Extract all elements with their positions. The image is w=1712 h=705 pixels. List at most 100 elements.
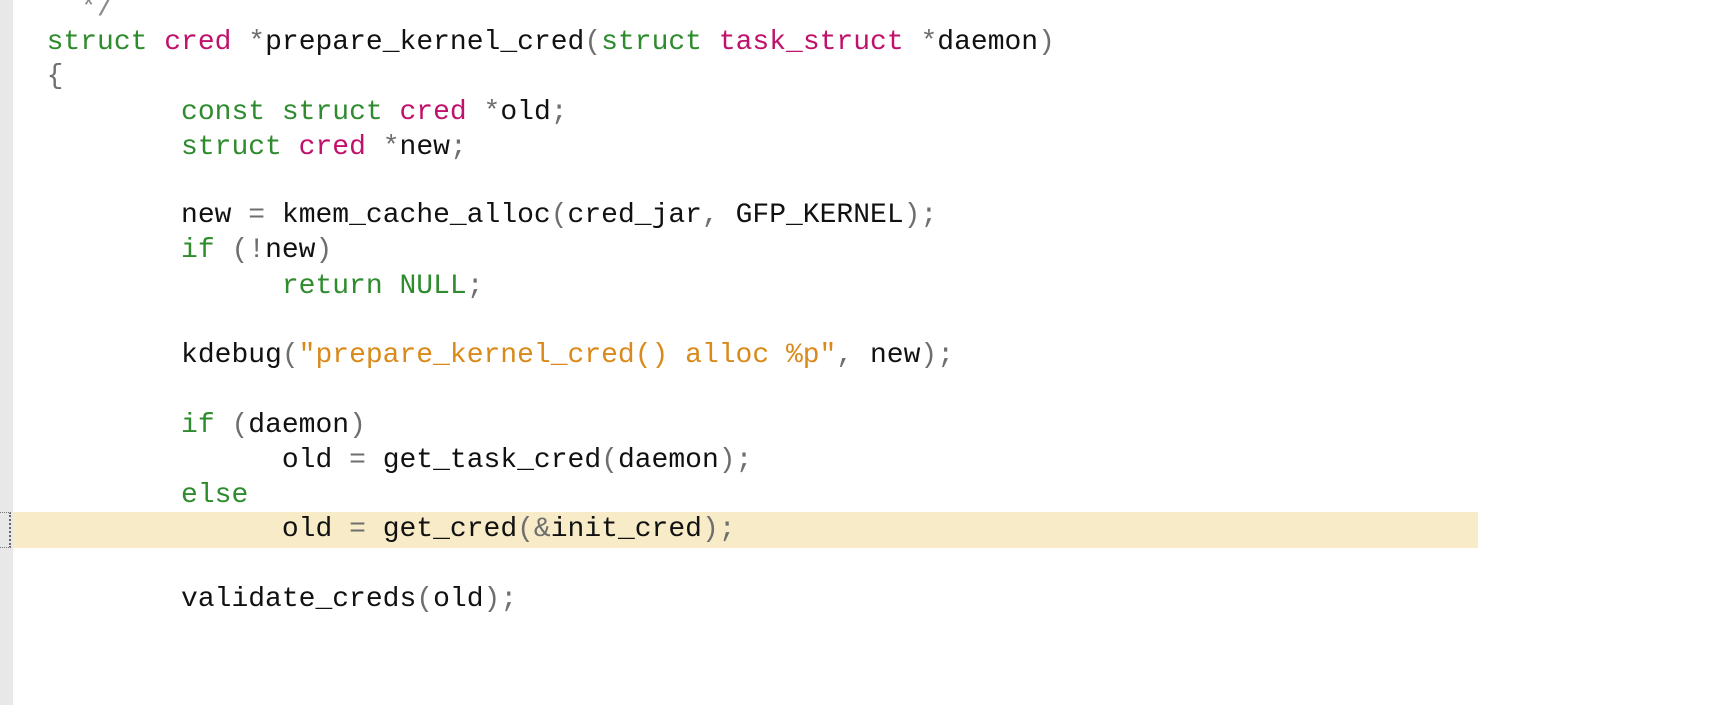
punct-token: ; — [735, 445, 753, 476]
indent — [13, 61, 47, 92]
indent — [13, 445, 282, 476]
indent — [13, 200, 181, 231]
whitespace-token — [282, 132, 299, 163]
whitespace-token — [265, 97, 282, 128]
code-line[interactable]: new = kmem_cache_alloc(cred_jar, GFP_KER… — [13, 198, 1613, 234]
punct-token: , — [701, 200, 719, 231]
code-line[interactable]: const struct cred *old; — [13, 95, 1613, 131]
ident-token: validate_creds — [181, 584, 417, 615]
punct-token: ) — [483, 584, 501, 615]
code-line[interactable]: return NULL; — [13, 269, 1613, 305]
punct-token: = — [248, 200, 266, 231]
punct-token: { — [46, 61, 64, 92]
punct-token: (! — [231, 235, 266, 266]
indent — [13, 514, 282, 545]
str-token: "prepare_kernel_cred() alloc %p" — [298, 340, 837, 371]
punct-token: ; — [500, 584, 518, 615]
current-line-marker — [0, 512, 11, 548]
whitespace-token — [332, 445, 349, 476]
ident-token: old — [281, 514, 333, 545]
whitespace-token — [265, 200, 282, 231]
punct-token: ) — [903, 200, 921, 231]
code-line[interactable]: if (daemon) — [13, 408, 1613, 444]
ident-token: old — [500, 97, 551, 128]
type-magenta-token: cred — [298, 132, 366, 163]
kw-green-token: else — [181, 480, 249, 511]
ident-token: daemon — [617, 445, 719, 476]
punct-token: = — [349, 445, 366, 476]
kw-green-token: struct — [281, 97, 383, 128]
punct-token: (& — [517, 514, 551, 545]
punct-token: ; — [937, 340, 955, 371]
code-line[interactable] — [13, 373, 1613, 409]
ident-token: cred_jar — [567, 200, 702, 231]
indent — [13, 27, 47, 58]
ident-token: new — [181, 200, 232, 231]
code-line[interactable]: old = get_task_cred(daemon); — [13, 443, 1613, 479]
punct-token: ( — [601, 445, 618, 476]
whitespace-token — [366, 445, 383, 476]
ident-token: get_cred — [382, 514, 518, 545]
punct-token: ( — [550, 200, 568, 231]
code-line[interactable] — [13, 547, 1613, 583]
ident-token: new — [399, 132, 450, 163]
punct-token: , — [836, 340, 854, 371]
whitespace-token — [719, 200, 736, 231]
code-line[interactable]: else — [13, 478, 1613, 514]
code-line[interactable]: */ — [13, 0, 1613, 27]
kw-green-token: if — [181, 410, 215, 441]
type-magenta-token: cred — [399, 97, 467, 128]
punct-token: * — [483, 97, 501, 128]
punct-token: ) — [315, 235, 333, 266]
punct-token: ) — [920, 340, 938, 371]
indent — [13, 132, 181, 163]
whitespace-token — [332, 514, 349, 545]
code-line[interactable] — [13, 304, 1613, 340]
whitespace-token — [383, 271, 400, 302]
code-area[interactable]: */ struct cred * prepare_kernel_cred ( stru… — [13, 0, 1712, 705]
code-line[interactable]: { — [13, 59, 1613, 95]
type-magenta-token: task_struct — [718, 27, 904, 58]
whitespace-token — [231, 27, 248, 58]
whitespace-token — [366, 132, 383, 163]
whitespace-token — [383, 97, 400, 128]
punct-token: ; — [466, 271, 484, 302]
code-line[interactable]: kdebug("prepare_kernel_cred() alloc %p",… — [13, 338, 1613, 374]
punct-token: ) — [349, 410, 366, 441]
whitespace-token — [467, 97, 484, 128]
punct-token: = — [349, 514, 366, 545]
ident-token: GFP_KERNEL — [735, 200, 904, 231]
ident-token: init_cred — [550, 514, 702, 545]
code-line[interactable]: if (!new) — [13, 233, 1613, 269]
indent — [13, 271, 282, 302]
indent — [13, 584, 181, 615]
indent — [13, 340, 181, 371]
punct-token: ; — [449, 132, 467, 163]
kw-green-token: NULL — [399, 271, 467, 302]
current-code-line[interactable]: old = get_cred(&init_cred); — [13, 512, 1478, 548]
code-line[interactable]: struct cred *new; — [13, 130, 1613, 166]
code-line[interactable] — [13, 164, 1613, 200]
ident-token: kmem_cache_alloc — [281, 200, 551, 231]
code-line[interactable]: struct cred *prepare_kernel_cred(struct … — [13, 25, 1613, 61]
ident-token: kdebug — [181, 340, 282, 371]
whitespace-token — [366, 514, 383, 545]
punct-token: ( — [416, 584, 434, 615]
kw-green-token: return — [281, 271, 383, 302]
punct-token: * — [920, 27, 938, 58]
ident-token: old — [433, 584, 484, 615]
whitespace-token — [904, 27, 921, 58]
ident-token: prepare_kernel_cred — [265, 27, 585, 58]
kw-green-token: struct — [601, 27, 702, 58]
whitespace-token — [702, 27, 719, 58]
punct-token: ( — [281, 340, 299, 371]
punct-token: ; — [550, 97, 568, 128]
whitespace-token — [147, 27, 164, 58]
whitespace-token — [231, 200, 248, 231]
editor-gutter[interactable] — [0, 0, 13, 705]
punct-token: ; — [718, 514, 736, 545]
indent — [13, 410, 181, 441]
code-line[interactable]: validate_creds(old); — [13, 582, 1613, 618]
ident-token: new — [265, 235, 316, 266]
